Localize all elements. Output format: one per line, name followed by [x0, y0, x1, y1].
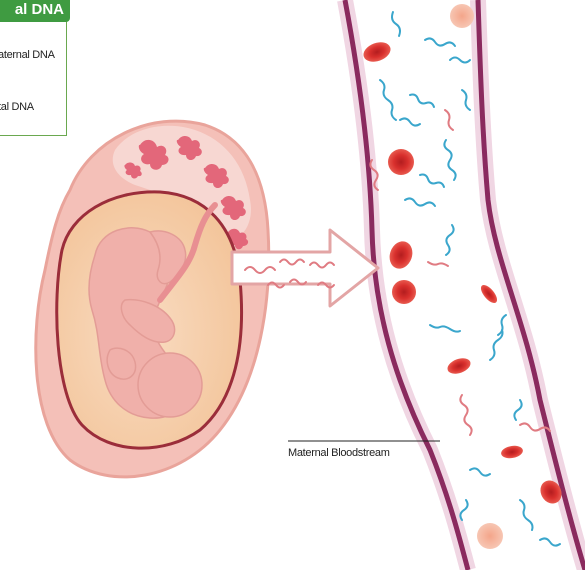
legend-maternal-dna-label: aternal DNA	[0, 49, 55, 61]
red-blood-cell-icon	[388, 149, 414, 175]
white-blood-cell-icon	[477, 523, 503, 549]
maternal-bloodstream-label: Maternal Bloodstream	[288, 447, 390, 459]
uterus	[36, 121, 269, 477]
legend-box	[0, 20, 67, 136]
red-blood-cell-icon	[392, 280, 416, 304]
legend-title: al DNA	[0, 0, 70, 22]
legend-fetal-dna-label: tal DNA	[0, 101, 34, 113]
white-blood-cell-icon	[450, 4, 474, 28]
